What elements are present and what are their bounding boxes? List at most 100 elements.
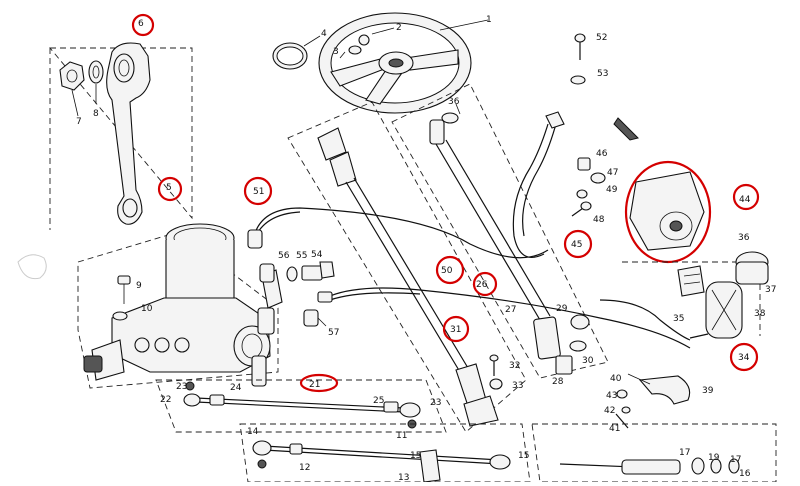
pitman-arm-group: 7 8 6 5: [49, 13, 193, 230]
scan-smudge: [17, 254, 47, 280]
misc-parts-group: 29 30 32 33: [489, 304, 594, 391]
bush-36: [441, 112, 459, 124]
drag-link-group: 14 12 13 15 15: [239, 423, 531, 483]
label-36a: 36: [448, 97, 460, 107]
label-13: 13: [398, 473, 409, 482]
return-line: [599, 299, 691, 341]
bolt-52: [574, 33, 586, 43]
label-17b: 17: [730, 455, 741, 465]
label-48: 48: [593, 215, 605, 225]
label-23a: 23: [176, 382, 187, 392]
part-30: [569, 340, 587, 352]
label-15b: 15: [518, 451, 529, 461]
washer-55: [286, 266, 298, 282]
bolt-48: [580, 201, 592, 211]
label-16: 16: [739, 469, 751, 479]
label-25: 25: [373, 396, 384, 406]
label-45: 45: [571, 240, 582, 250]
nut-33: [489, 378, 503, 390]
fittings-group: 56 55 54 57: [259, 250, 339, 338]
fitting-57: [303, 309, 319, 327]
label-34: 34: [738, 353, 750, 363]
label-54: 54: [311, 250, 323, 260]
fitting-56: [259, 263, 275, 283]
label-3: 3: [333, 47, 339, 57]
part-29: [570, 314, 590, 330]
label-23b: 23: [430, 398, 441, 408]
label-17a: 17: [679, 448, 690, 458]
highlight-34: [729, 342, 759, 372]
label-40: 40: [610, 374, 622, 384]
label-39: 39: [702, 386, 714, 396]
label-55: 55: [296, 251, 307, 261]
highlight-50: [435, 255, 465, 285]
label-5: 5: [166, 183, 172, 193]
bolt-9: [117, 275, 131, 285]
fitting-47: [590, 172, 606, 184]
label-33: 33: [512, 381, 523, 391]
highlight-31: [442, 315, 470, 343]
label-36b: 36: [738, 233, 750, 243]
label-51: 51: [253, 187, 264, 197]
label-41: 41: [609, 424, 620, 434]
label-2: 2: [396, 23, 402, 33]
nut-46: [577, 157, 591, 171]
label-29: 29: [556, 304, 568, 314]
hose-45: [512, 123, 549, 258]
label-26: 26: [476, 280, 488, 290]
label-31: 31: [450, 325, 461, 335]
nut-43: [616, 389, 628, 399]
highlight-6: [131, 13, 155, 37]
highlight-45: [563, 229, 593, 259]
label-14: 14: [247, 427, 259, 437]
label-12: 12: [299, 463, 310, 473]
filter-35: [677, 265, 705, 297]
arrow-indicator: [613, 117, 639, 141]
label-6: 6: [138, 19, 144, 29]
hardware-group: 52 53 46 47 49 48: [570, 33, 639, 225]
label-50: 50: [441, 266, 453, 276]
steering-wheel-group: 2 1 3 4: [272, 12, 492, 114]
drag-link-end-left: [252, 440, 272, 456]
label-44: 44: [739, 195, 751, 205]
label-24: 24: [230, 383, 242, 393]
clamp-39: [638, 375, 691, 405]
tie-rod-group: 22 23 24 21 25 11 23: [155, 373, 447, 441]
label-7: 7: [76, 117, 82, 127]
label-11: 11: [396, 431, 407, 441]
pitman-arm: [106, 42, 151, 225]
washer-49: [576, 189, 588, 199]
reservoir-group: 36 37 38 35 34: [673, 233, 776, 372]
label-56: 56: [278, 251, 290, 261]
washer-42: [621, 406, 631, 414]
label-21: 21: [309, 380, 320, 390]
label-28: 28: [552, 377, 564, 387]
nut: [59, 61, 85, 91]
steering-damper: [621, 459, 681, 475]
highlight-26: [472, 271, 498, 297]
banjo-54: [301, 265, 323, 281]
hose-51: [253, 207, 549, 259]
washer-10: [112, 311, 128, 321]
label-19: 19: [708, 453, 720, 463]
hoses-group: 51 45: [243, 111, 691, 349]
tie-rod-end-right: [399, 402, 421, 418]
label-32: 32: [509, 361, 520, 371]
washer-53: [570, 75, 586, 85]
label-8: 8: [93, 109, 99, 119]
pump-group: 44: [622, 160, 761, 336]
highlight-44: [732, 183, 760, 211]
steering-gearbox-group: 9 10: [77, 223, 283, 389]
label-38: 38: [754, 309, 766, 319]
damper-group: 17 19 17 16: [531, 423, 777, 483]
label-30: 30: [582, 356, 594, 366]
label-10: 10: [141, 304, 153, 314]
highlight-21: [299, 373, 339, 393]
label-9: 9: [136, 281, 142, 291]
label-4: 4: [321, 29, 327, 39]
label-43: 43: [606, 391, 617, 401]
bracket-group: 39 40 43 42 41: [604, 373, 714, 434]
bolt-32: [489, 354, 499, 362]
